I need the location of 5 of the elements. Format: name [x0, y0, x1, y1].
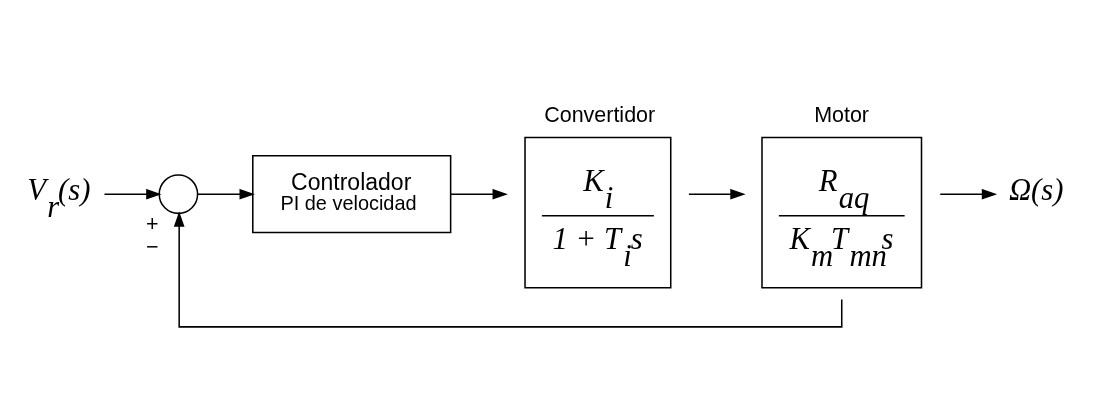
- node-label: Motor: [814, 103, 870, 128]
- node-label: +: [146, 211, 159, 236]
- node-label: Convertidor: [544, 103, 656, 128]
- node-label: −: [146, 234, 159, 259]
- node-text: Ω(s): [1008, 173, 1064, 208]
